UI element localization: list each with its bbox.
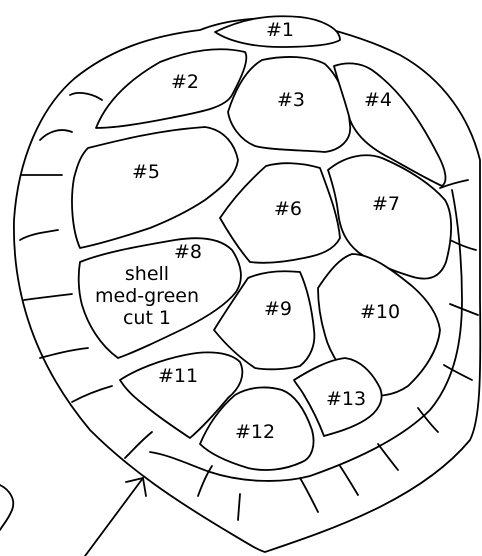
- scute-8-label: #8: [174, 241, 202, 263]
- scute-12-label: #12: [235, 421, 275, 443]
- scute-2-label: #2: [171, 71, 199, 93]
- scute-6-label: #6: [274, 198, 302, 220]
- scute-9-label: #9: [264, 298, 292, 320]
- pointer-arrow: [85, 478, 146, 556]
- scute-7-label: #7: [372, 193, 400, 215]
- scute-13-label: #13: [326, 388, 366, 410]
- partial-shape: [0, 485, 13, 530]
- scute-11-label: #11: [158, 365, 198, 387]
- scute-4-label: #4: [364, 89, 392, 111]
- scute-10-label: #10: [360, 301, 400, 323]
- scute-3-label: #3: [277, 89, 305, 111]
- scute-5-label: #5: [132, 161, 160, 183]
- shell-note-line-2: med-green: [95, 285, 199, 307]
- scute-1-label: #1: [266, 19, 294, 41]
- scute-5-shape: [72, 127, 238, 248]
- scute-pieces: [72, 16, 451, 470]
- shell-note-line-3: cut 1: [123, 307, 171, 329]
- shell-note-line-1: shell: [125, 263, 169, 285]
